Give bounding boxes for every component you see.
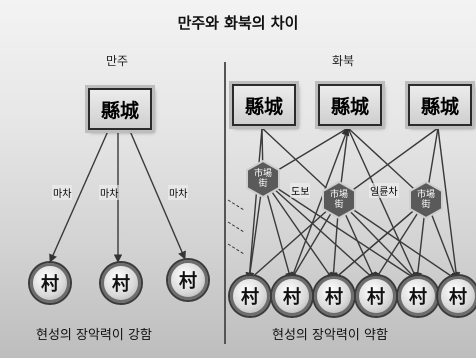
arrow-right-27: [262, 178, 418, 281]
arrow-right-21: [437, 127, 461, 281]
village-right-4: 村: [356, 276, 396, 316]
arrow-right-10: [262, 178, 334, 281]
county-seat-left: 縣城: [88, 88, 152, 130]
arrow-left-1: [49, 130, 109, 263]
edge-label-cart-2: 마차: [99, 185, 120, 200]
market-town-2-label: 市場街: [329, 190, 348, 210]
offscreen-link-3: [227, 243, 245, 255]
arrow-right-24: [332, 199, 427, 281]
market-town-1-label: 市場街: [253, 169, 272, 189]
village-right-6: 村: [438, 276, 476, 316]
arrow-right-22: [347, 127, 418, 281]
village-left-2: 村: [101, 263, 141, 303]
market-town-3: 市場街: [407, 181, 445, 219]
county-seat-right-3: 縣城: [408, 84, 472, 126]
offscreen-link-1: [227, 199, 245, 211]
edge-label-cart-3: 마차: [168, 185, 189, 200]
edge-label-walk: 도보: [290, 183, 311, 198]
diagram-title: 만주와 화북의 차이: [177, 14, 299, 32]
right-heading: 화북: [332, 54, 355, 68]
market-town-3-label: 市場街: [416, 190, 435, 210]
offscreen-link-2: [227, 221, 245, 233]
village-left-3: 村: [168, 260, 208, 300]
left-heading: 만주: [106, 54, 129, 68]
arrow-right-6: [347, 127, 427, 201]
arrow-right-11: [262, 178, 376, 281]
village-right-2: 村: [272, 276, 312, 316]
village-right-5: 村: [398, 276, 438, 316]
section-divider: [224, 62, 226, 344]
market-town-2: 市場街: [320, 181, 358, 219]
right-caption: 현성의 장악력이 약함: [272, 328, 388, 343]
arrow-right-20: [245, 127, 263, 281]
village-right-1: 村: [230, 276, 270, 316]
village-right-3: 村: [314, 276, 354, 316]
county-seat-right-1: 縣城: [232, 84, 296, 126]
arrow-right-9: [262, 178, 294, 281]
county-seat-right-2: 縣城: [318, 84, 382, 126]
arrow-right-25: [338, 199, 458, 281]
arrow-right-23: [248, 199, 340, 281]
edge-label-cart-1: 마차: [52, 185, 73, 200]
left-caption: 현성의 장악력이 강함: [36, 328, 152, 343]
market-town-1: 市場街: [244, 160, 282, 198]
edge-label-wheelbarrow: 일륜차: [369, 183, 399, 198]
arrow-left-3: [129, 130, 186, 260]
arrow-right-15: [338, 199, 418, 281]
arrow-right-26: [290, 127, 350, 281]
arrow-right-5: [338, 127, 439, 201]
village-left-1: 村: [30, 263, 70, 303]
